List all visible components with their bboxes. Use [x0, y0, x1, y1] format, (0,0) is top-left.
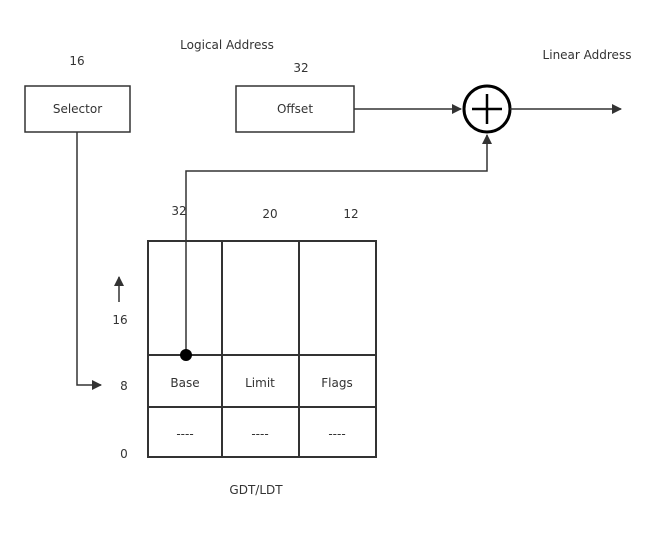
index-label-16: 16 — [112, 313, 127, 327]
index-label-8: 8 — [120, 379, 128, 393]
flags-cell: Flags — [321, 376, 352, 390]
offset-bits: 32 — [293, 61, 308, 75]
index-label-0: 0 — [120, 447, 128, 461]
selector-bits: 16 — [69, 54, 84, 68]
base-to-adder-arrow — [185, 134, 492, 355]
table-caption: GDT/LDT — [229, 483, 283, 497]
logical-address-title: Logical Address — [180, 38, 274, 52]
linear-address-label: Linear Address — [543, 48, 632, 62]
selector-label: Selector — [53, 102, 102, 116]
offset-box — [235, 85, 355, 133]
limit-cell: Limit — [245, 376, 275, 390]
limit-bits: 20 — [262, 207, 277, 221]
empty-cell: ---- — [176, 427, 193, 441]
selector-box — [24, 85, 131, 133]
plus-circle-icon — [462, 84, 512, 134]
empty-cell: ---- — [328, 427, 345, 441]
offset-label: Offset — [277, 102, 313, 116]
empty-cell: ---- — [251, 427, 268, 441]
descriptor-table — [147, 240, 377, 458]
selector-to-table-arrow — [76, 132, 102, 390]
flags-bits: 12 — [343, 207, 358, 221]
base-bits: 32 — [171, 204, 186, 218]
base-cell: Base — [170, 376, 199, 390]
base-origin-dot — [180, 349, 192, 361]
